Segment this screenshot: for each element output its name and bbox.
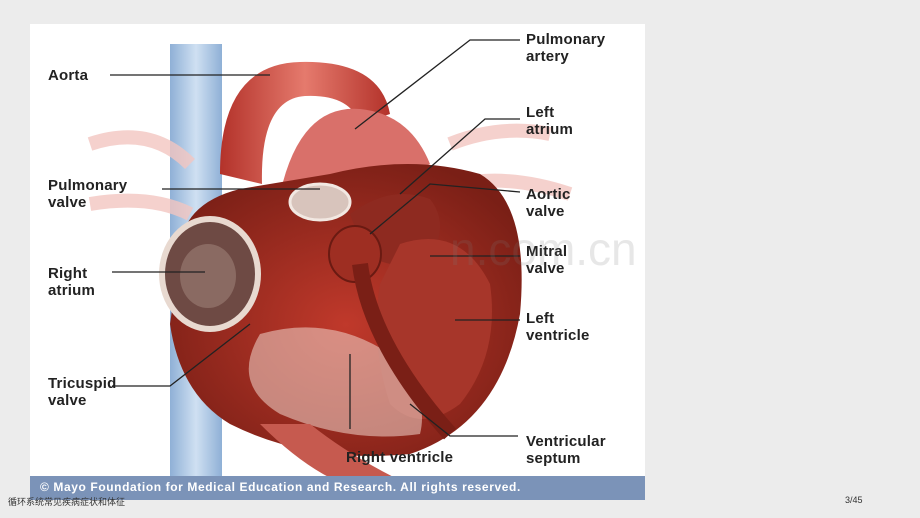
page-number: 3/45 (845, 495, 863, 505)
ventricular-septum (352, 262, 456, 440)
label-tricuspid-valve: Tricuspid valve (48, 375, 117, 409)
diagram-panel: Aorta Pulmonary artery Left atrium Pulmo… (30, 24, 645, 500)
credit-bar: © Mayo Foundation for Medical Education … (30, 476, 645, 500)
label-pulmonary-valve: Pulmonary valve (48, 177, 128, 211)
label-aortic-valve: Aortic valve (526, 186, 571, 220)
label-left-atrium: Left atrium (526, 104, 574, 138)
credit-text: © Mayo Foundation for Medical Education … (40, 480, 521, 494)
label-right-atrium: Right atrium (48, 265, 96, 299)
label-ventricular-septum: Ventricular septum (526, 433, 606, 467)
aorta (220, 61, 390, 184)
label-aorta: Aorta (48, 67, 89, 84)
label-right-ventricle: Right ventricle (346, 449, 454, 466)
label-left-ventricle: Left ventricle (526, 310, 590, 344)
leader-pulmonary-artery (354, 39, 520, 130)
label-mitral-valve: Mitral valve (526, 243, 568, 277)
leader-left-atrium (399, 118, 520, 195)
watermark: n.com.cn (450, 223, 637, 275)
footer-title: 循环系统常见疾病症状和体征 (8, 498, 126, 508)
leader-aortic-valve (369, 183, 521, 235)
leader-tricuspid-valve (112, 323, 251, 387)
pulmonary-valve (288, 182, 352, 222)
pulmonary-veins (87, 123, 573, 221)
heart-illustration (87, 39, 573, 494)
ventricle-cavity (248, 327, 422, 437)
label-pulmonary-artery: Pulmonary artery (526, 31, 606, 65)
leader-lines (110, 39, 521, 437)
leader-ventricular-septum (409, 403, 518, 437)
